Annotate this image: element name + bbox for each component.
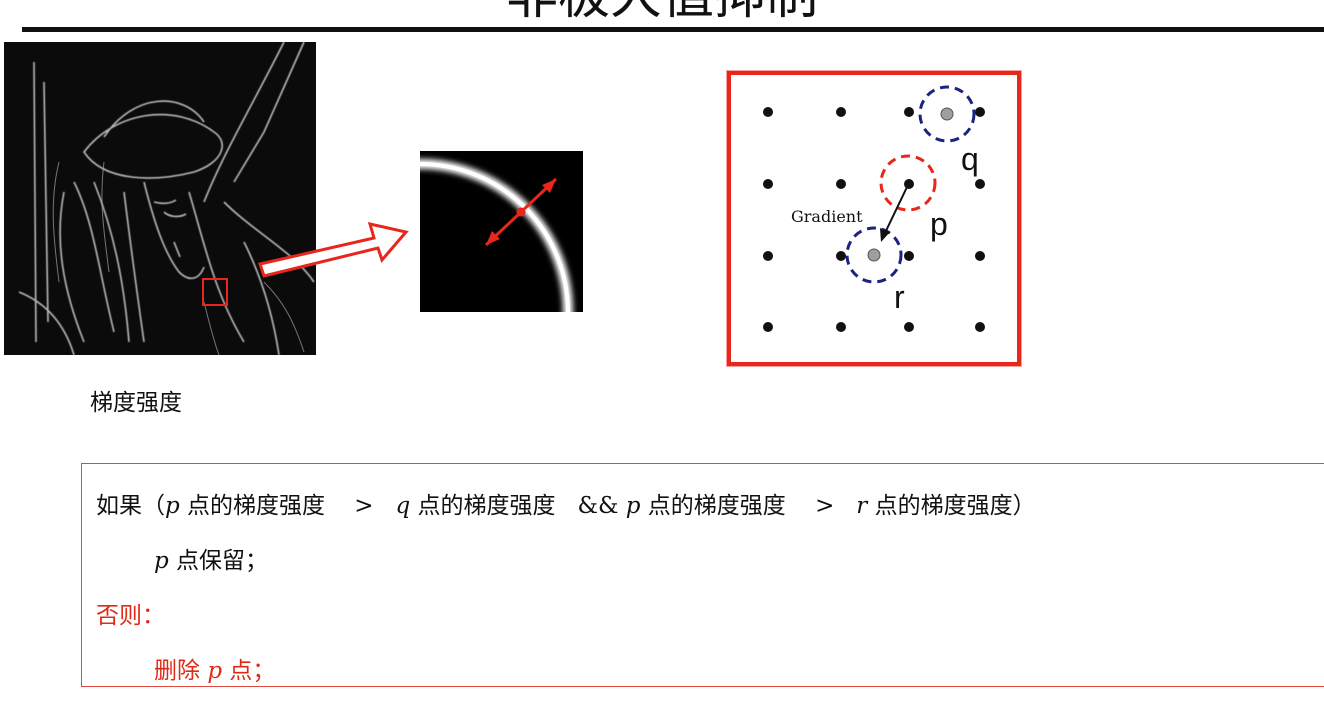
image-caption: 梯度强度 (90, 390, 182, 416)
nms-rule-box: 如果（p 点的梯度强度 > q 点的梯度强度 && p 点的梯度强度 > r 点… (81, 463, 1324, 687)
title-underline (22, 27, 1324, 32)
zoomed-edge-patch (420, 151, 583, 312)
nms-pixel-grid-diagram: q p r Gradient (727, 71, 1021, 366)
condition-line: 如果（p 点的梯度强度 > q 点的梯度强度 && p 点的梯度强度 > r 点… (96, 493, 1036, 519)
keep-line: p 点保留； (154, 548, 269, 574)
delete-line: 删除 p 点； (154, 658, 276, 684)
label-r: r (894, 279, 905, 315)
slide-title: 非极大值抑制 (0, 0, 1324, 26)
neighbor-r-circle (845, 226, 903, 284)
else-line: 否则： (96, 603, 165, 629)
zoom-callout-arrow (258, 221, 409, 278)
label-p: p (930, 206, 948, 242)
pixel-p-circle (879, 154, 937, 212)
gradient-label: Gradient (791, 207, 863, 226)
gradient-magnitude-image (4, 42, 316, 355)
neighbor-q-circle (918, 85, 976, 143)
label-q: q (961, 141, 979, 177)
